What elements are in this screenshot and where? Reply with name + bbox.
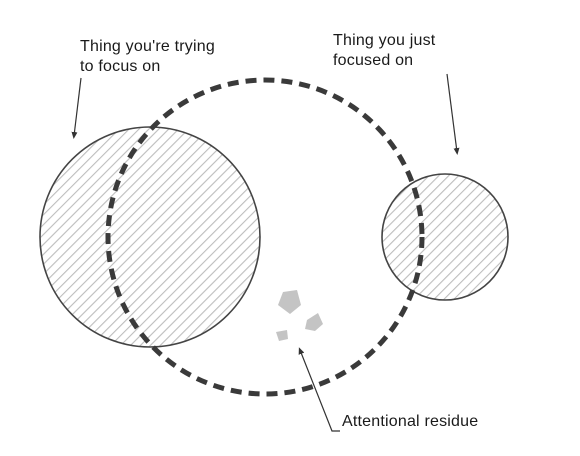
residue-fragment <box>276 330 288 341</box>
residue-label: Attentional residue <box>342 413 479 430</box>
focus-target-pointer <box>71 77 82 139</box>
previous-focus-label-line-2: focused on <box>333 52 414 69</box>
previous-focus-pointer <box>446 73 460 155</box>
residue-fragments <box>276 290 323 341</box>
attention-dashed-circle <box>105 77 425 397</box>
focus-target-circle <box>39 126 261 348</box>
focus-target-label: Thing you're trying to focus on <box>80 37 215 77</box>
residue-fragment <box>305 313 323 331</box>
previous-focus-circle <box>381 173 509 301</box>
focus-target-label-line-2: to focus on <box>80 58 161 75</box>
residue-fragment <box>278 290 301 314</box>
residue-pointer <box>298 347 340 432</box>
previous-focus-label: Thing you just focused on <box>333 31 435 71</box>
focus-target-label-line-1: Thing you're trying <box>80 38 215 55</box>
previous-focus-label-line-1: Thing you just <box>333 32 436 49</box>
